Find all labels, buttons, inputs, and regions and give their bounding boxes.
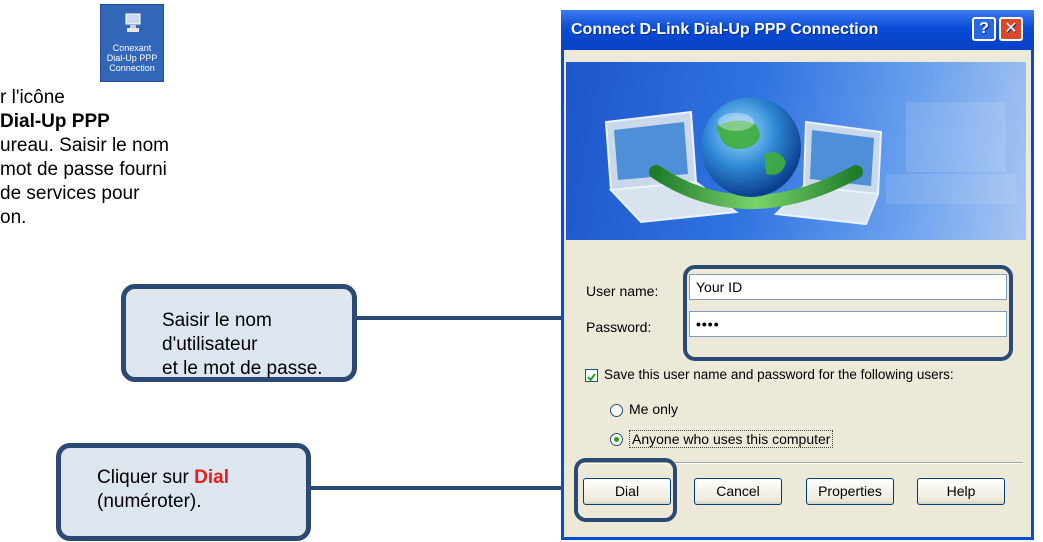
username-label: User name: [586,283,659,299]
radio-anyone[interactable] [610,433,623,446]
cancel-button[interactable]: Cancel [694,478,782,505]
desktop-icon-label-1: Conexant [112,43,152,53]
radio-me-only[interactable] [610,404,623,417]
username-field[interactable]: Your ID [689,274,1007,300]
dial-callout-line-1: Cliquer sur Dial [97,467,230,488]
save-credentials-label[interactable]: Save this user name and password for the… [604,367,954,382]
instruction-line-3: ureau. Saisir le nom [0,135,169,156]
dial-callout-line-2: (numéroter). [97,491,202,512]
dialog-title: Connect D-Link Dial-Up PPP Connection [571,21,879,38]
help-button[interactable]: Help [917,478,1005,505]
dial-button[interactable]: Dial [583,478,671,505]
instruction-line-6: on. [0,207,27,228]
network-illustration [604,97,1016,226]
instruction-line-1: r l'icône [0,87,65,108]
dialog-titlebar[interactable]: Connect D-Link Dial-Up PPP Connection ? … [561,10,1034,50]
credentials-callout-line-2: et le mot de passe. [162,358,323,379]
dial-callout: Cliquer sur Dial (numéroter). [56,443,311,541]
desktop-icon-label-2: Dial-Up PPP [106,53,158,63]
help-title-button[interactable]: ? [972,17,996,41]
properties-button[interactable]: Properties [806,478,894,505]
connection-banner [566,62,1026,240]
instruction-line-4: mot de passe fourni [0,159,167,180]
password-label: Password: [586,319,652,335]
radio-anyone-label[interactable]: Anyone who uses this computer [629,430,834,448]
checkmark-icon [587,373,596,382]
credentials-callout: Saisir le nom d'utilisateur et le mot de… [121,284,357,382]
computer-icon [125,13,141,32]
instruction-line-5: de services pour [0,183,140,204]
radio-me-only-label[interactable]: Me only [629,401,679,417]
desktop-icon-label-3: Connection [109,63,155,73]
dial-callout-highlight: Dial [194,467,230,488]
instruction-line-2: Dial-Up PPP [0,111,110,132]
credentials-highlight [683,265,1013,361]
dial-highlight [574,458,677,522]
conexant-desktop-icon[interactable]: Conexant Dial-Up PPP Connection [100,4,164,82]
save-credentials-checkbox[interactable] [585,369,598,382]
credentials-callout-line-1: Saisir le nom d'utilisateur [162,310,272,355]
dialog-separator [575,462,1023,464]
instruction-text: r l'icône Dial-Up PPP ureau. Saisir le n… [0,86,270,230]
password-field[interactable]: •••• [689,311,1007,337]
close-title-button[interactable]: ✕ [999,17,1023,41]
